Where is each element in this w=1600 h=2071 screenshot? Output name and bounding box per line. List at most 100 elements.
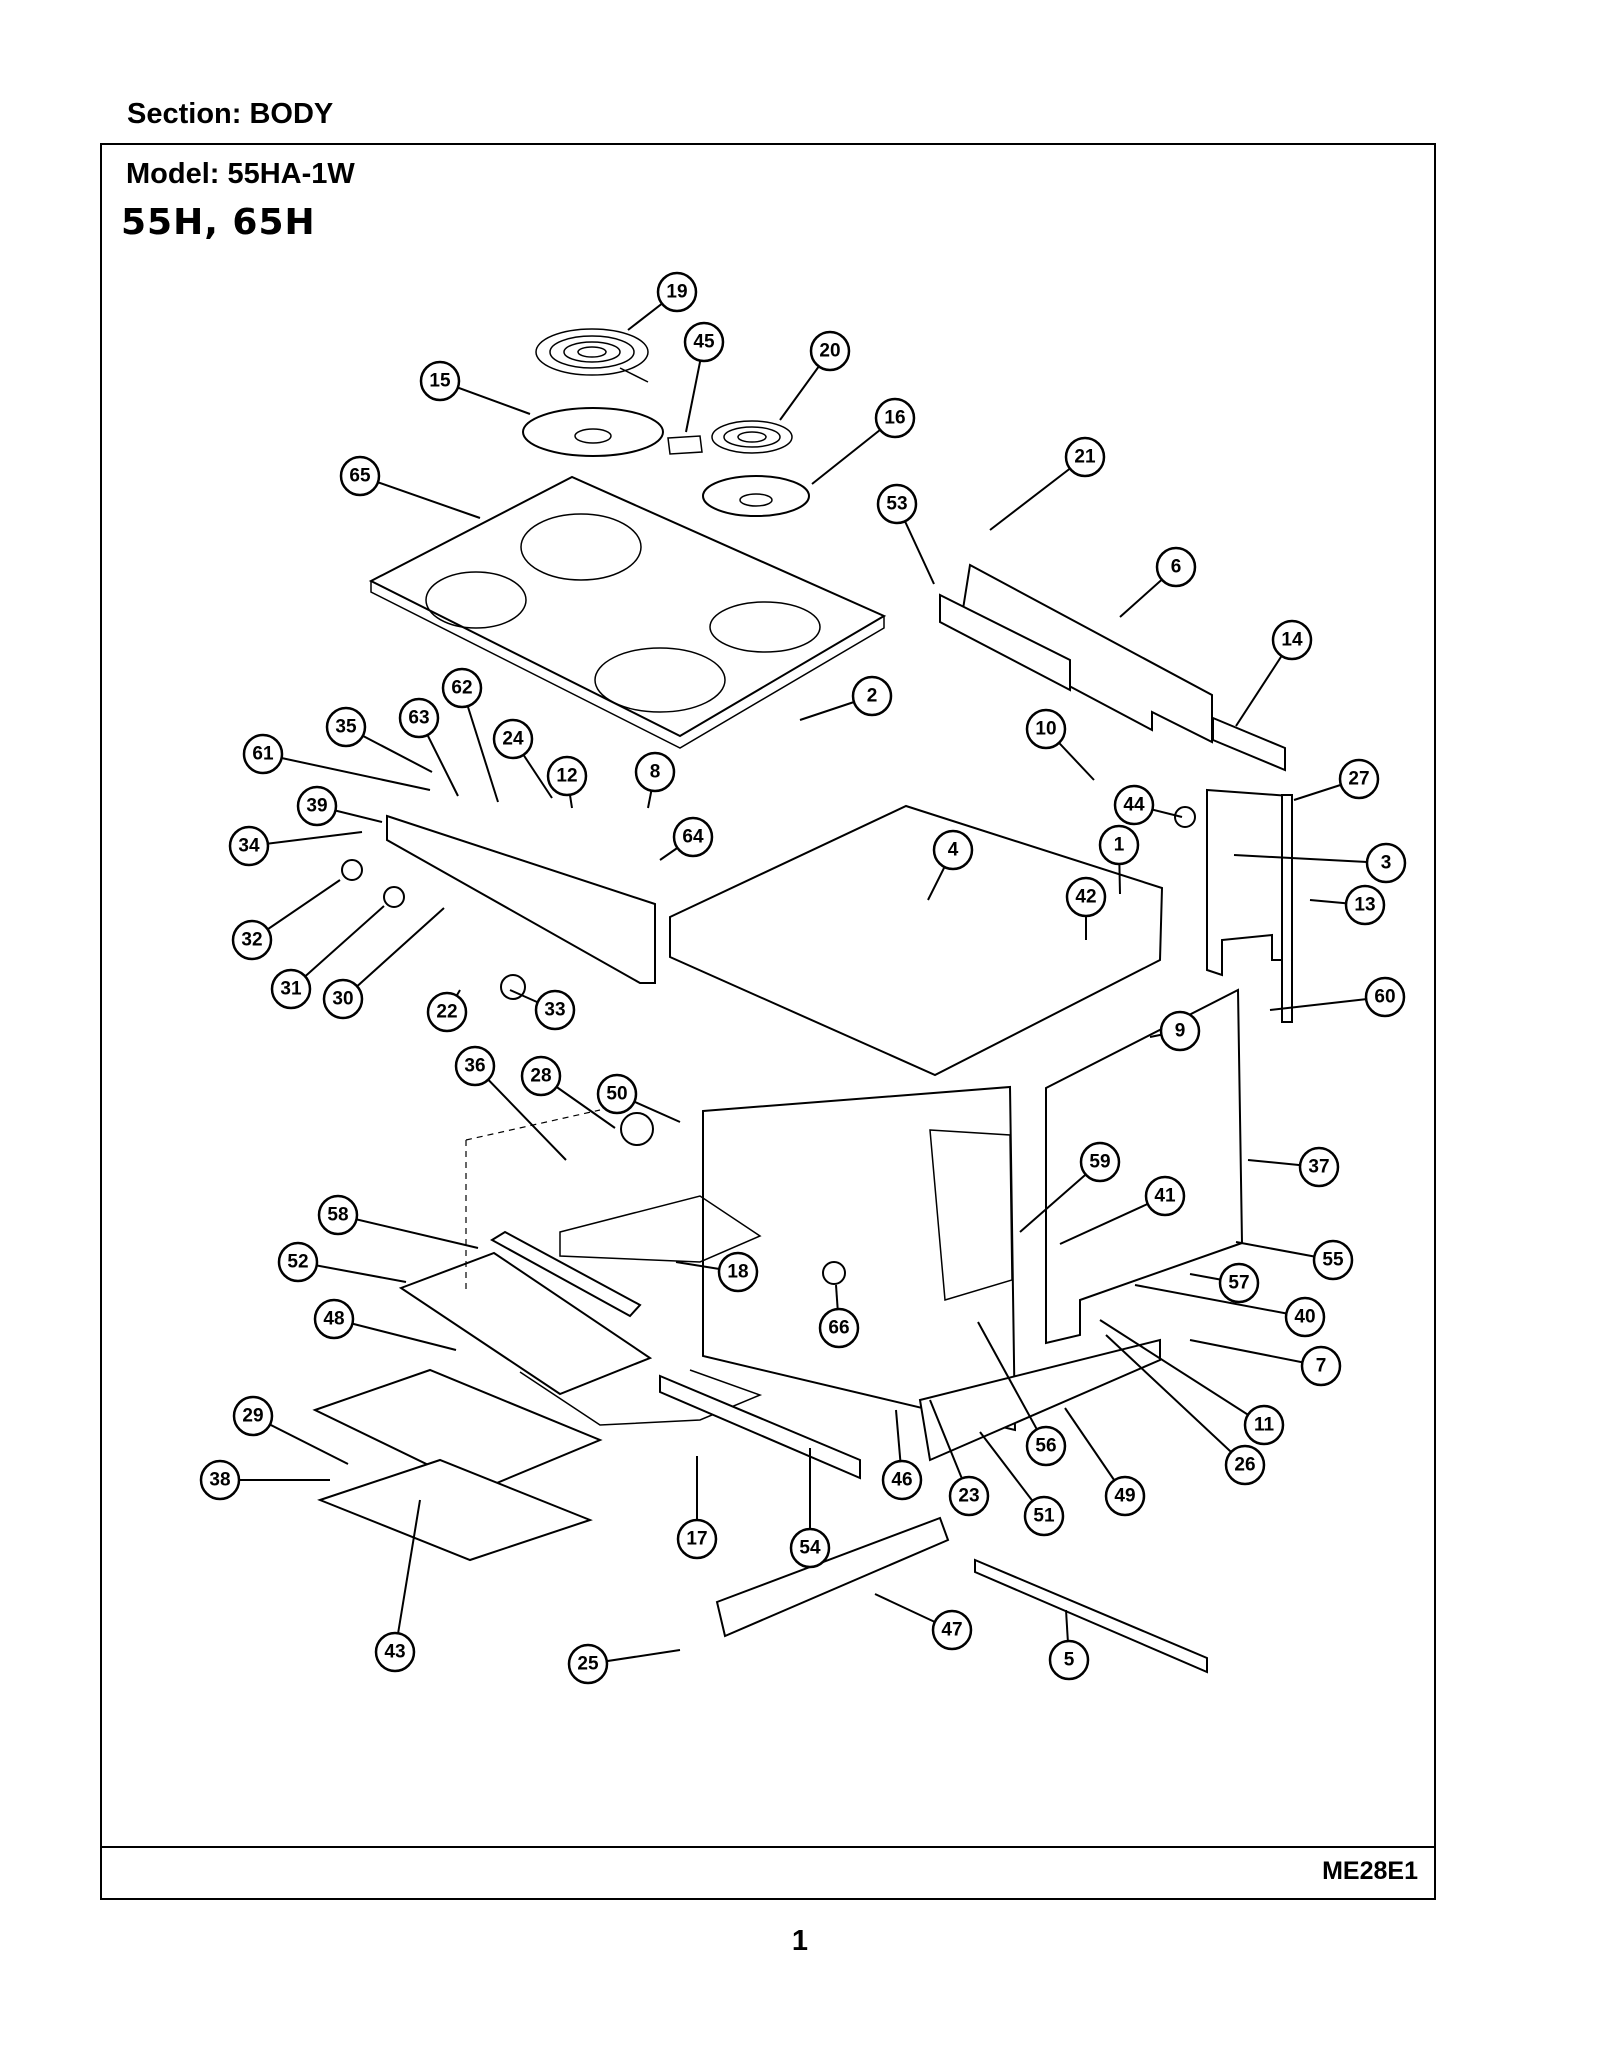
- callout-number: 58: [327, 1205, 348, 1226]
- end-cap: [1212, 716, 1286, 772]
- callout-number: 53: [886, 494, 907, 515]
- callout-number: 64: [682, 827, 704, 848]
- terminal-block: [667, 435, 703, 455]
- callout-number: 24: [502, 729, 524, 750]
- callout-31: 31: [270, 968, 312, 1010]
- callout-number: 35: [335, 717, 357, 738]
- callout-circle: [809, 330, 851, 372]
- callout-circle: [1113, 784, 1155, 826]
- callout-circle: [231, 919, 273, 961]
- side-panel: [1206, 788, 1291, 977]
- callout-number: 49: [1114, 1486, 1135, 1507]
- callout-circle: [441, 667, 483, 709]
- callout-number: 3: [1381, 853, 1392, 874]
- section-label: Section: BODY: [127, 98, 334, 130]
- callout-number: 29: [242, 1406, 263, 1427]
- front-rail: [659, 1374, 861, 1480]
- callout-number: 61: [252, 744, 274, 765]
- callout-number: 52: [287, 1252, 308, 1273]
- callout-number: 30: [332, 989, 353, 1010]
- callout-21: 21: [1064, 436, 1106, 478]
- callout-34: 34: [228, 825, 270, 867]
- leader-line: [342, 907, 445, 1000]
- knob: [383, 886, 405, 908]
- callout-number: 18: [727, 1262, 748, 1283]
- callout-47: 47: [931, 1609, 973, 1651]
- surface-element-small: [711, 420, 793, 454]
- leader-line: [337, 1214, 479, 1249]
- callout-29: 29: [232, 1395, 274, 1437]
- callout-circle: [717, 1251, 759, 1293]
- bake-element: [519, 1369, 763, 1426]
- callout-circle: [789, 1527, 831, 1569]
- callout-circle: [1224, 1444, 1266, 1486]
- callout-54: 54: [789, 1527, 831, 1569]
- callout-circle: [232, 1395, 274, 1437]
- callout-circle: [656, 271, 698, 313]
- callout-circle: [1271, 619, 1313, 661]
- callout-57: 57: [1218, 1262, 1260, 1304]
- callout-circle: [199, 1459, 241, 1501]
- callout-circle: [426, 991, 468, 1033]
- drip-pan-large: [522, 407, 664, 457]
- callout-59: 59: [1079, 1141, 1121, 1183]
- callout-circle: [1364, 976, 1406, 1018]
- model-label: Model: 55HA-1W: [126, 158, 355, 190]
- broiler-pan: [398, 1251, 653, 1396]
- callout-circle: [596, 1073, 638, 1115]
- callout-number: 15: [429, 371, 451, 392]
- callout-17: 17: [676, 1518, 718, 1560]
- callout-18: 18: [717, 1251, 759, 1293]
- leader-line: [290, 905, 385, 990]
- side-trim: [1281, 794, 1293, 1023]
- callout-35: 35: [325, 706, 367, 748]
- callout-circle: [683, 321, 725, 363]
- callout-circle: [1144, 1175, 1186, 1217]
- callout-39: 39: [296, 785, 338, 827]
- callout-number: 27: [1348, 769, 1369, 790]
- callout-circle: [317, 1194, 359, 1236]
- callout-number: 1: [1114, 835, 1125, 856]
- surface-element-large: [535, 328, 649, 383]
- callout-49: 49: [1104, 1475, 1146, 1517]
- broiler-insert: [490, 1230, 642, 1318]
- callout-circle: [1298, 1146, 1340, 1188]
- toe-kick: [715, 1516, 950, 1638]
- callout-number: 60: [1374, 987, 1395, 1008]
- callout-51: 51: [1023, 1495, 1065, 1537]
- callout-circle: [313, 1298, 355, 1340]
- callout-number: 22: [436, 1002, 457, 1023]
- callout-7: 7: [1300, 1345, 1342, 1387]
- callout-16: 16: [874, 397, 916, 439]
- callout-circle: [296, 785, 338, 827]
- thermostat: [1174, 806, 1196, 828]
- callout-32: 32: [231, 919, 273, 961]
- callout-number: 66: [828, 1318, 849, 1339]
- cooktop: [368, 475, 887, 749]
- callout-circle: [672, 816, 714, 858]
- callout-circle: [1338, 758, 1380, 800]
- callout-12: 12: [546, 755, 588, 797]
- callout-number: 10: [1035, 719, 1056, 740]
- callout-1: 1: [1098, 824, 1140, 866]
- callout-circle: [520, 1055, 562, 1097]
- callout-9: 9: [1159, 1010, 1201, 1052]
- callout-number: 32: [241, 930, 262, 951]
- callout-number: 5: [1064, 1650, 1075, 1671]
- backguard-panel: [939, 593, 1071, 692]
- callout-6: 6: [1155, 546, 1197, 588]
- callout-46: 46: [881, 1459, 923, 1501]
- callout-53: 53: [876, 483, 918, 525]
- callout-number: 31: [280, 979, 302, 1000]
- callout-circle: [1344, 884, 1386, 926]
- callout-number: 65: [349, 466, 371, 487]
- leader-line: [977, 1321, 1047, 1447]
- callout-55: 55: [1312, 1239, 1354, 1281]
- callout-circle: [1312, 1239, 1354, 1281]
- callout-circle: [1048, 1639, 1090, 1681]
- callout-circle: [948, 1475, 990, 1517]
- callout-circle: [1104, 1475, 1146, 1517]
- leader-line: [394, 1499, 421, 1653]
- callout-circle: [1025, 708, 1067, 750]
